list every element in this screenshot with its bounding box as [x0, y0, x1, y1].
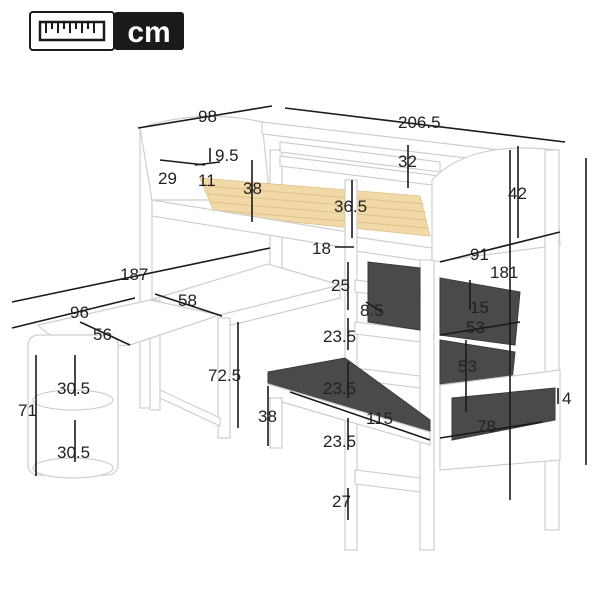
label-bottom-step: 27 [332, 492, 351, 511]
label-desk-height: 72.5 [208, 366, 241, 385]
label-step-gap-3: 23.5 [323, 379, 356, 398]
label-top-depth: 98 [198, 107, 217, 126]
label-shelf-width: 11 [198, 171, 216, 190]
label-step-gap-2: 23.5 [323, 327, 356, 346]
unit-badge: cm [29, 11, 184, 51]
label-extension-length: 96 [70, 303, 89, 322]
label-seat-cushion-length: 78 [477, 417, 496, 436]
label-cabinet-shelf-top: 30.5 [57, 379, 90, 398]
label-bench-length: 115 [366, 409, 393, 428]
label-step-gap-4: 23.5 [323, 432, 356, 451]
bed-slats [199, 177, 431, 237]
extension-desk [27, 299, 223, 479]
label-guard-rail-height: 38 [243, 179, 262, 198]
label-headboard-height: 42 [508, 184, 527, 203]
label-shelf-height: 9.5 [215, 146, 239, 165]
label-step-gap-top: 25 [331, 276, 350, 295]
label-round-desk-radius: 56 [93, 325, 112, 344]
label-cushion-width: 53 [466, 318, 485, 337]
label-seat-edge: 4 [562, 389, 571, 408]
label-cabinet-height: 71 [18, 401, 37, 420]
label-rail-offset: 18 [312, 239, 331, 258]
label-shelf-depth: 29 [158, 169, 177, 188]
label-rail-gap: 32 [398, 152, 417, 171]
bed-drawing [27, 115, 561, 551]
ruler-icon [38, 20, 106, 42]
label-step-width: 8.5 [360, 301, 384, 320]
label-total-height: 181 [490, 263, 518, 282]
dimension-labels: 98 206.5 9.5 29 11 38 32 42 36.5 18 181 … [18, 107, 571, 511]
label-bench-height: 38 [258, 407, 277, 426]
label-top-length: 206.5 [398, 113, 441, 132]
desk [147, 263, 343, 439]
label-cushion-thickness: 15 [470, 298, 489, 317]
label-desk-length: 187 [120, 265, 148, 284]
label-mattress-opening: 36.5 [334, 197, 367, 216]
unit-label: cm [127, 16, 170, 49]
label-cushion-height: 53 [458, 357, 477, 376]
label-desk-depth: 58 [178, 291, 197, 310]
label-seat-depth: 91 [470, 245, 489, 264]
label-cabinet-shelf-bottom: 30.5 [57, 443, 90, 462]
dimension-lines [11, 105, 587, 520]
